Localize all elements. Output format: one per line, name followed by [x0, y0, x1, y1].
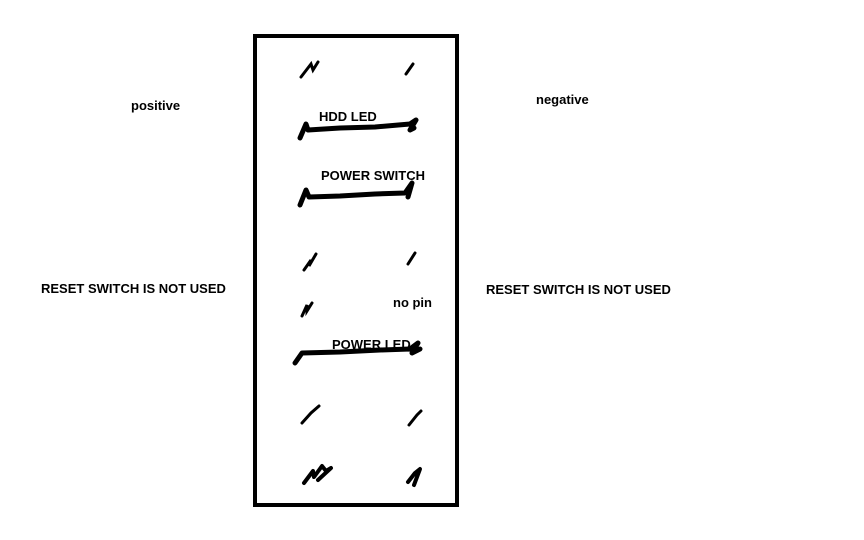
label-reset-left: RESET SWITCH IS NOT USED: [41, 281, 226, 296]
power-switch-jumper: [297, 180, 415, 208]
hdd-led-jumper: [297, 117, 419, 141]
pin-right-4: [406, 251, 417, 266]
label-reset-right: RESET SWITCH IS NOT USED: [486, 282, 671, 297]
pin-left-1: [299, 60, 320, 79]
label-power-led: POWER LED: [332, 337, 411, 352]
pin-left-5: [300, 301, 314, 318]
pin-left-7: [300, 404, 321, 425]
label-hdd-led: HDD LED: [319, 109, 377, 124]
pin-right-1: [404, 62, 415, 76]
label-positive: positive: [131, 98, 181, 113]
label-power-switch: POWER SWITCH: [321, 168, 425, 183]
label-no-pin: no pin: [393, 295, 432, 310]
pin-right-7: [407, 409, 423, 427]
label-negative: negative: [536, 92, 589, 107]
pin-left-8: [302, 464, 333, 485]
header-outline: [253, 34, 459, 507]
power-led-jumper: [292, 340, 423, 366]
pin-right-8: [406, 467, 422, 487]
pin-left-4: [302, 252, 318, 272]
